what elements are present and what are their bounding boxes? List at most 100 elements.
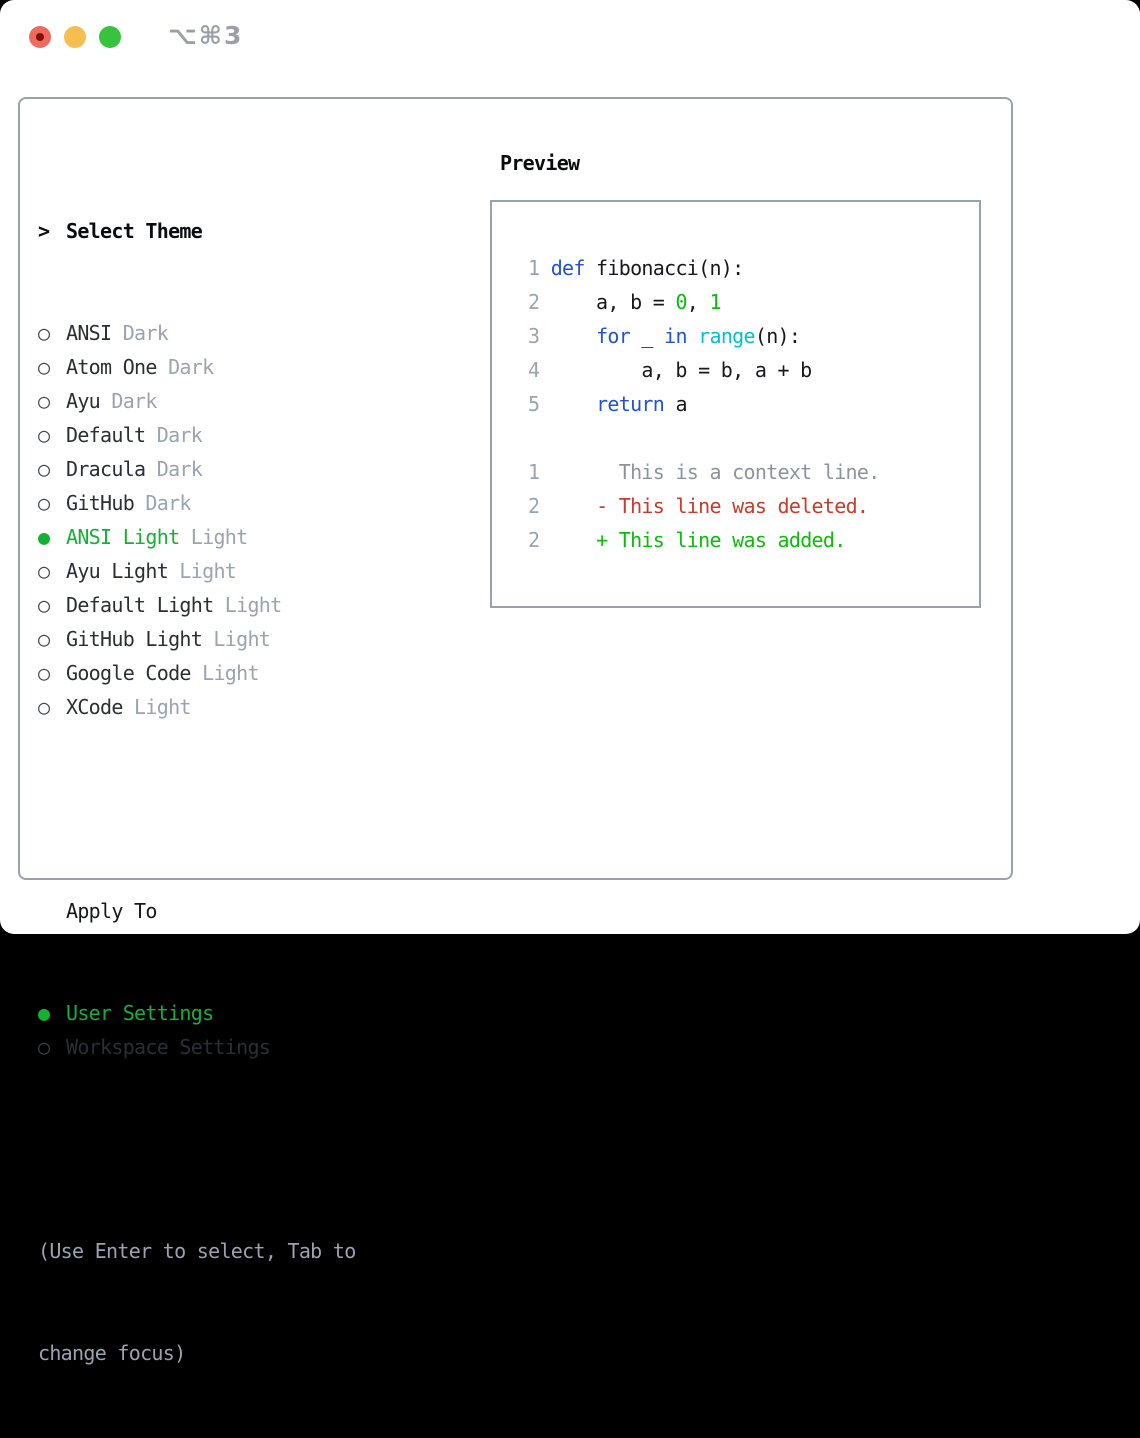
radio-selected-icon: ● [38, 525, 50, 549]
spacer [38, 792, 356, 826]
line-number: 1 [528, 460, 540, 484]
spacer [38, 1132, 356, 1166]
line-number: 1 [528, 256, 540, 280]
code-line: 1 def fibonacci(n): [528, 251, 880, 285]
theme-item[interactable]: ○ GitHub Dark [38, 486, 356, 520]
code-token [687, 324, 698, 348]
theme-variant-label: Dark [100, 389, 157, 413]
theme-list: ○ANSI Dark○Atom One Dark○Ayu Dark○Defaul… [38, 316, 356, 724]
radio-icon: ○ [38, 423, 50, 447]
theme-variant-label: Dark [134, 491, 191, 515]
focus-caret-icon: > [38, 219, 50, 243]
code-token [539, 324, 596, 348]
code-line: 2 + This line was added. [528, 523, 880, 557]
apply-option[interactable]: ● User Settings [38, 996, 356, 1030]
code-line: 3 for _ in range(n): [528, 319, 880, 353]
line-number: 2 [528, 290, 540, 314]
theme-name: Default [66, 423, 146, 447]
theme-name: GitHub [66, 491, 135, 515]
line-number: 2 [528, 494, 540, 518]
code-token: 1 [709, 290, 721, 314]
code-token: return [596, 392, 665, 416]
theme-item[interactable]: ○ GitHub Light Light [38, 622, 356, 656]
code-token [539, 528, 596, 552]
radio-icon: ○ [38, 321, 50, 345]
close-button[interactable] [29, 26, 51, 48]
zoom-button[interactable] [99, 26, 121, 48]
theme-item[interactable]: ○ Default Dark [38, 418, 356, 452]
theme-variant-label: Light [190, 661, 259, 685]
theme-name: Google Code [66, 661, 191, 685]
apply-option-label: Workspace Settings [66, 1035, 271, 1059]
code-token [539, 392, 596, 416]
apply-option-label: User Settings [66, 1001, 214, 1025]
theme-item[interactable]: ○ Atom One Dark [38, 350, 356, 384]
radio-icon: ○ [38, 559, 50, 583]
theme-name: Default Light [66, 593, 214, 617]
theme-name: XCode [66, 695, 123, 719]
radio-icon: ○ [38, 1035, 50, 1059]
theme-item[interactable]: ○Dracula Dark [38, 452, 356, 486]
code-token: for [596, 324, 631, 348]
theme-item[interactable]: ○XCode Light [38, 690, 356, 724]
code-token: a [664, 392, 687, 416]
code-token: (n): [754, 324, 801, 348]
code-line: 2 a, b = 0, 1 [528, 285, 880, 319]
theme-variant-label: Dark [156, 355, 214, 379]
radio-icon: ○ [38, 389, 50, 413]
code-line: 1 This is a context line. [528, 455, 880, 489]
code-token [539, 494, 596, 518]
code-token: in [664, 324, 687, 348]
hint-text-line1: (Use Enter to select, Tab to [38, 1239, 356, 1263]
theme-name: Ayu Light [66, 559, 169, 583]
theme-item[interactable]: ○ANSI Dark [38, 316, 356, 350]
select-theme-label: Select Theme [66, 219, 203, 243]
theme-name: Atom One [66, 355, 157, 379]
apply-to-list: ● User Settings ○ Workspace Settings [38, 996, 356, 1064]
apply-option[interactable]: ○ Workspace Settings [38, 1030, 356, 1064]
code-token: - This line was deleted. [596, 494, 869, 518]
hint-text-line2: change focus) [38, 1341, 186, 1365]
theme-name: Ayu [66, 389, 101, 413]
code-token: This is a context line. [539, 460, 881, 484]
code-token: fibonacci(n): [584, 256, 744, 280]
radio-selected-icon: ● [38, 1001, 50, 1025]
main-panel: >Select Theme ○ANSI Dark○Atom One Dark○A… [18, 97, 1013, 1365]
theme-item[interactable]: ○ Ayu Dark [38, 384, 356, 418]
line-number: 5 [528, 392, 540, 416]
line-number: 4 [528, 358, 540, 382]
radio-icon: ○ [38, 491, 50, 515]
line-number: 2 [528, 528, 540, 552]
theme-variant-label: Light [202, 627, 271, 651]
minimize-button[interactable] [64, 26, 86, 48]
theme-name: Dracula [66, 457, 146, 481]
theme-variant-label: Dark [145, 423, 203, 447]
theme-item[interactable]: ●ANSI Light Light [38, 520, 356, 554]
code-token [539, 256, 550, 280]
code-line: 5 return a [528, 387, 880, 421]
code-token: a, b = b, a + b [539, 358, 812, 382]
theme-item[interactable]: ○Google Code Light [38, 656, 356, 690]
code-line: 2 - This line was deleted. [528, 489, 880, 523]
theme-item[interactable]: ○Default Light Light [38, 588, 356, 622]
preview-title: Preview [500, 151, 580, 175]
theme-name: ANSI Light [66, 525, 180, 549]
radio-icon: ○ [38, 593, 50, 617]
code-token: a, b = [539, 290, 676, 314]
code-token: 0 [675, 290, 687, 314]
theme-variant-label: Light [168, 559, 237, 583]
code-token: , [686, 290, 710, 314]
apply-to-label: Apply To [66, 899, 157, 923]
theme-item[interactable]: ○ Ayu Light Light [38, 554, 356, 588]
line-number: 3 [528, 324, 540, 348]
radio-icon: ○ [38, 627, 50, 651]
apply-to-header: Apply To [38, 894, 356, 928]
code-token: def [550, 256, 586, 280]
code-token: range [698, 324, 755, 348]
code-line: 4 a, b = b, a + b [528, 353, 880, 387]
blank-line [528, 421, 880, 455]
radio-icon: ○ [38, 355, 50, 379]
theme-name: GitHub Light [66, 627, 203, 651]
